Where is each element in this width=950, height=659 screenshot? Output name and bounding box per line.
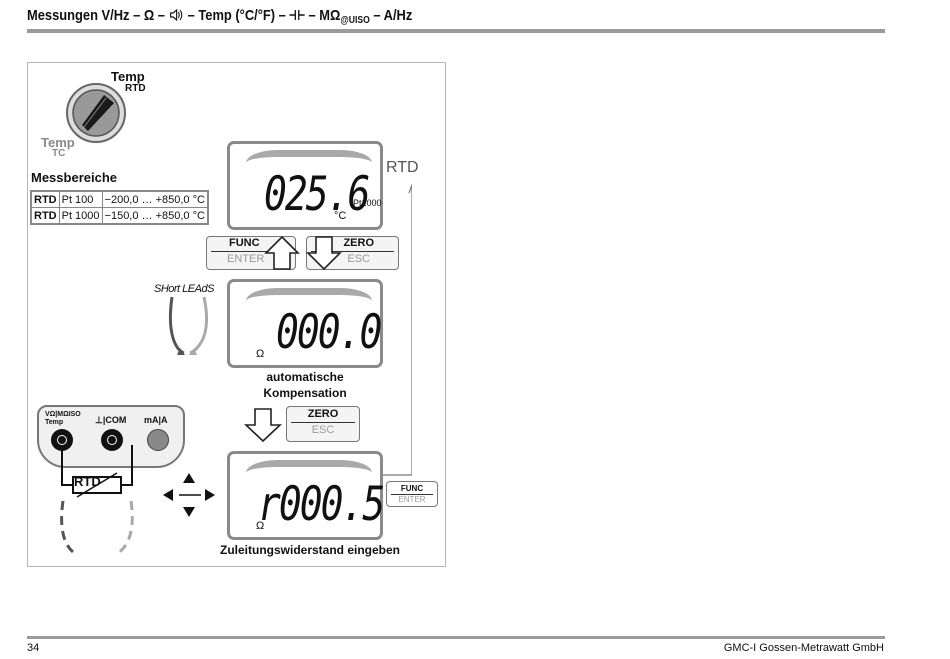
zero-esc-button[interactable]: ZERO ESC xyxy=(286,406,360,442)
capacitor-icon xyxy=(289,10,305,20)
lcd-unit: Ω xyxy=(256,520,265,532)
table-row: RTD Pt 1000 −150,0 … +850,0 °C xyxy=(30,207,209,225)
switch-label-rtd: RTD xyxy=(125,83,146,94)
table-row: RTD Pt 100 −200,0 … +850,0 °C xyxy=(30,190,209,208)
rotary-switch-icon xyxy=(66,83,126,143)
switch-label-tc: TC xyxy=(52,148,66,159)
switch-label-temp-bottom: Temp xyxy=(41,135,75,150)
page-header-title: Messungen V/Hz – Ω – – Temp (°C/°F) – – … xyxy=(27,7,413,26)
ranges-title: Messbereiche xyxy=(31,170,117,185)
range-value-cell: −150,0 … +850,0 °C xyxy=(101,207,209,225)
range-value-cell: −200,0 … +850,0 °C xyxy=(101,190,209,208)
header-rule xyxy=(27,29,885,33)
range-type-cell: RTD xyxy=(30,207,60,225)
short-leads-label: SHort LEAdS xyxy=(154,283,214,295)
caption-lead-resistance: Zuleitungswiderstand eingeben xyxy=(219,543,401,557)
arrow-down-icon xyxy=(306,236,342,271)
terminal-socket-com xyxy=(101,429,123,451)
footer-company: GMC-I Gossen-Metrawatt GmbH xyxy=(723,642,884,654)
lcd-sensor-label: Pt1000 xyxy=(353,198,382,208)
arrow-up-icon xyxy=(264,235,300,270)
range-sensor-cell: Pt 100 xyxy=(58,190,103,208)
switch-label-temp-top: Temp xyxy=(111,69,145,84)
caption-compensation-line-2: Kompensation xyxy=(263,386,347,400)
func-enter-button-small[interactable]: FUNC ENTER xyxy=(386,481,438,507)
rtd-mode-label: RTD xyxy=(386,159,419,176)
lcd-value: r000.5 xyxy=(258,476,385,531)
caption-compensation-line-1: automatische xyxy=(266,370,344,384)
lcd-value: 025.6 xyxy=(264,166,370,221)
lcd-bargraph-arc xyxy=(246,460,372,486)
lcd-display-lead-resistance: r000.5 Ω xyxy=(227,451,385,540)
lcd-unit: Ω xyxy=(256,348,265,360)
lcd-unit: °C xyxy=(334,210,347,222)
navigation-arrows-icon xyxy=(163,473,215,517)
return-loop-arrow-icon xyxy=(383,183,412,476)
range-sensor-cell: Pt 1000 xyxy=(58,207,103,225)
lcd-display-compensation: 000.0 Ω xyxy=(227,279,383,368)
range-type-cell: RTD xyxy=(30,190,60,208)
rtd-wiring-icon xyxy=(60,445,134,557)
lcd-bargraph-arc xyxy=(246,150,372,176)
lcd-bargraph-arc xyxy=(246,288,372,314)
short-leads-icon xyxy=(168,296,209,355)
ranges-table: RTD Pt 100 −200,0 … +850,0 °C RTD Pt 100… xyxy=(30,190,209,225)
lcd-value: 000.0 xyxy=(276,304,382,359)
speaker-icon xyxy=(169,8,182,22)
footer-rule xyxy=(27,636,885,639)
lcd-display-temperature: 025.6 °C Pt1000 xyxy=(227,141,383,230)
terminal-label-ma-a: mA|A xyxy=(144,415,168,425)
arrow-down-icon xyxy=(244,408,282,443)
figure-frame: Temp RTD Temp TC Messbereiche RTD Pt 100… xyxy=(27,62,446,567)
terminal-label-v-ohm: VΩ|MΩISO Temp xyxy=(45,411,81,426)
terminal-label-com: ⊥|COM xyxy=(95,415,127,425)
terminal-socket-v xyxy=(51,429,73,451)
terminal-socket-ma xyxy=(147,429,169,451)
page-number: 34 xyxy=(27,642,40,654)
rtd-sensor-label: RTD xyxy=(74,474,101,489)
